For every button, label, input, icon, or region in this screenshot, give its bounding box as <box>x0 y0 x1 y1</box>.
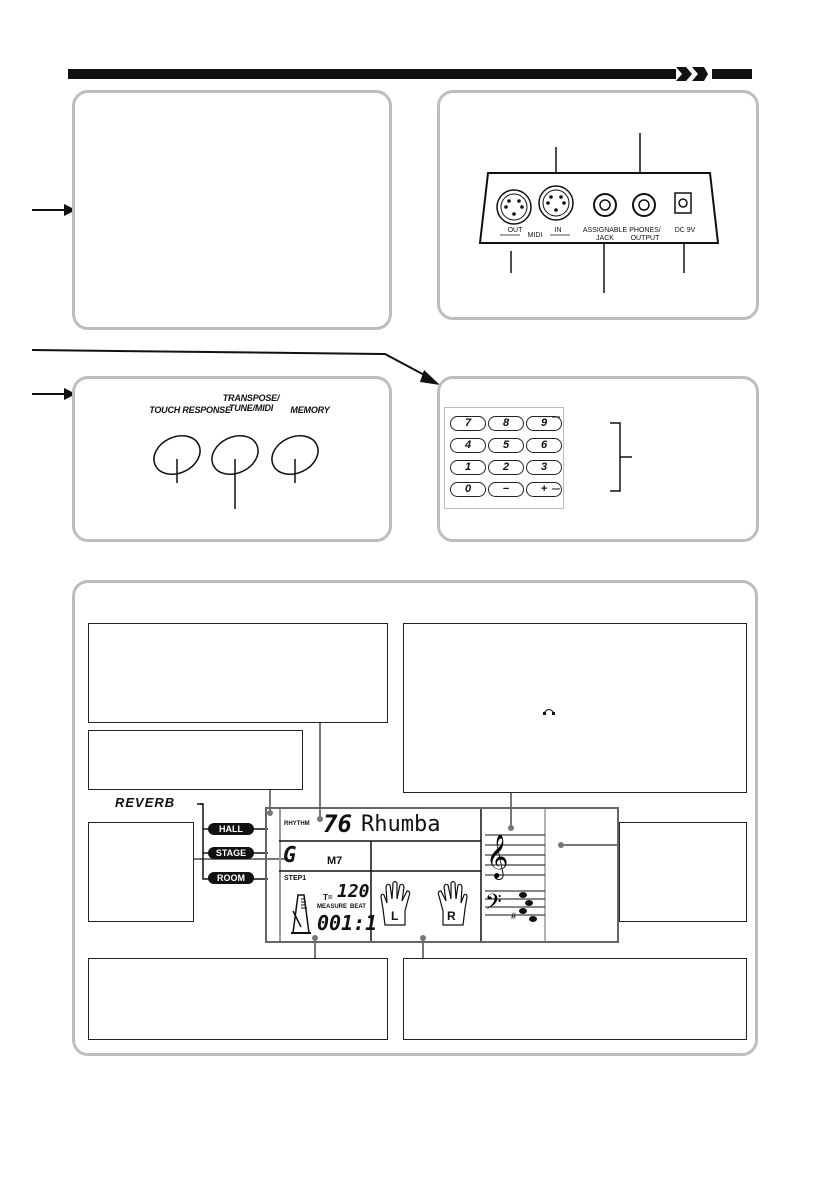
memory-label: MEMORY <box>290 405 330 415</box>
pointer-arrow-1 <box>32 204 76 216</box>
display-leader-lines <box>194 723 619 958</box>
measure-label: MEASURE <box>317 904 348 910</box>
panel-display: REVERB HALL STAGE ROOM RHYTHM 76 Rhumba … <box>72 580 758 1056</box>
callout-dots <box>267 810 564 941</box>
keypad-key-seven[interactable]: 7 <box>450 416 486 431</box>
svg-text:𝄢: 𝄢 <box>485 890 502 920</box>
keypad-key-one[interactable]: 1 <box>450 460 486 475</box>
phones-symbol-icon <box>543 709 555 715</box>
reverb-stage: STAGE <box>208 847 254 859</box>
reverb-hall: HALL <box>208 823 254 835</box>
left-hand-label: L <box>391 909 399 923</box>
lcd-screen: RHYTHM 76 Rhumba G M7 STEP1 T= 120 MEASU… <box>265 807 619 943</box>
touch-response-label: TOUCH RESPONSE <box>149 405 231 415</box>
keypad-key-six[interactable]: 6 <box>526 438 562 453</box>
keypad-key-two[interactable]: 2 <box>488 460 524 475</box>
keypad-key-minus[interactable]: − <box>488 482 524 497</box>
measure-beat-value: 001:1 <box>317 911 378 935</box>
panel-function-buttons: TOUCH RESPONSE TRANSPOSE/ TUNE/MIDI MEMO… <box>72 376 392 542</box>
reverb-room: ROOM <box>208 872 254 884</box>
rear-panel-outline <box>478 133 720 293</box>
keypad-key-three[interactable]: 3 <box>526 460 562 475</box>
rhythm-name: Rhumba <box>361 812 441 837</box>
function-button-shapes <box>153 435 319 509</box>
callout-box-top-right <box>403 623 747 793</box>
phones-output-label: PHONES/ OUTPUT <box>629 227 661 242</box>
right-hand-label: R <box>447 909 456 923</box>
callout-box-reverb <box>88 822 194 922</box>
music-staff: 𝄞 𝄢 <box>485 834 545 922</box>
callout-box-top-left <box>88 623 388 723</box>
callout-box-bottom-right <box>403 958 747 1040</box>
keypad-key-zero[interactable]: 0 <box>450 482 486 497</box>
right-hand-icon <box>437 880 468 926</box>
header-arrows <box>676 67 752 81</box>
midi-in-label: IN <box>554 227 562 234</box>
tempo-label: T= <box>323 893 333 902</box>
keypad-brackets <box>552 416 632 492</box>
pointer-arrow-2 <box>32 388 76 400</box>
midi-label: MIDI <box>520 232 550 240</box>
rhythm-label: RHYTHM <box>284 821 310 827</box>
header-bar <box>68 69 676 79</box>
callout-box-staff <box>619 822 747 922</box>
step-label: STEP1 <box>284 875 307 882</box>
transpose-label: TRANSPOSE/ TUNE/MIDI <box>222 393 280 413</box>
keypad-key-five[interactable]: 5 <box>488 438 524 453</box>
reverb-title: REVERB <box>115 795 176 810</box>
rhythm-number: 76 <box>323 810 352 838</box>
panel-rear-jacks: OUT IN MIDI ASSIGNABLE JACK PHONES/ OUTP… <box>437 90 759 320</box>
left-hand-icon <box>380 880 411 926</box>
tempo-value: 120 <box>337 881 370 902</box>
beat-label: BEAT <box>350 904 366 910</box>
midi-out-label: OUT <box>507 227 523 234</box>
keypad-key-plus[interactable]: + <box>526 482 562 497</box>
dc-label: DC 9V <box>674 227 696 234</box>
callout-box-bottom-left <box>88 958 388 1040</box>
keypad-key-nine[interactable]: 9 <box>526 416 562 431</box>
keypad-key-four[interactable]: 4 <box>450 438 486 453</box>
chord-root: G <box>283 843 297 868</box>
sharp-sign: # <box>511 911 517 921</box>
callout-box-middle-left <box>88 730 303 790</box>
assignable-jack-label: ASSIGNABLE JACK <box>582 227 628 242</box>
chord-type: M7 <box>327 855 343 867</box>
pointer-line <box>31 349 440 385</box>
metronome-icon <box>291 894 311 934</box>
panel-top-left <box>72 90 392 330</box>
keypad-key-eight[interactable]: 8 <box>488 416 524 431</box>
keypad-border <box>444 407 564 509</box>
svg-text:𝄞: 𝄞 <box>486 834 508 880</box>
